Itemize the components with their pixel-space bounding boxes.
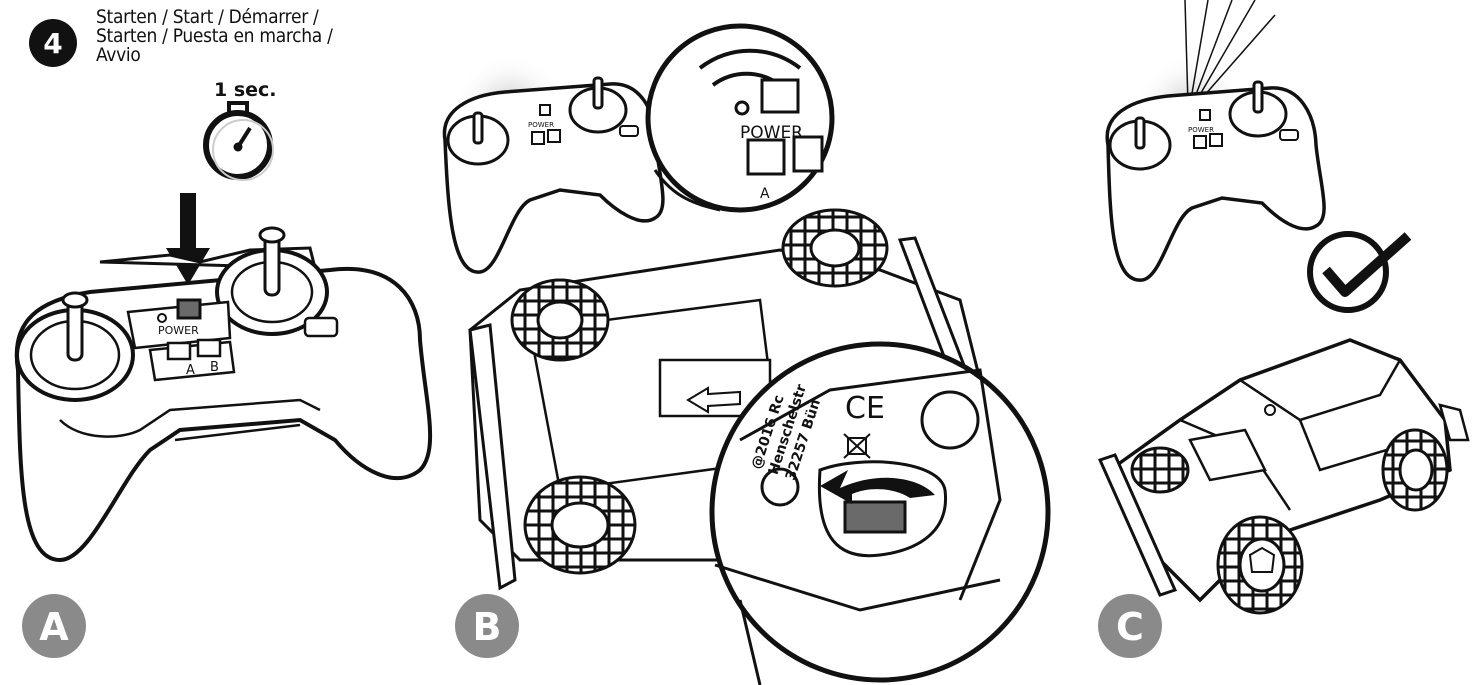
step-number: 4 xyxy=(43,27,62,60)
success-check-icon xyxy=(1307,231,1412,313)
weee-icon xyxy=(843,433,871,459)
zoom-button-a-label: A xyxy=(760,186,770,202)
signal-lines xyxy=(1184,0,1276,106)
step-number-badge: 4 xyxy=(29,19,77,67)
power-zoom-inset xyxy=(645,23,835,213)
press-arrow-icon xyxy=(166,193,210,285)
step-caption-line-3: Avvio xyxy=(96,44,141,66)
panel-letter-c: C xyxy=(1116,605,1144,649)
controller-c-power-label: POWER xyxy=(1188,126,1214,134)
controller-small-b xyxy=(442,76,665,274)
step-caption-line-1: Starten / Start / Démarrer / xyxy=(96,6,319,28)
step-caption-line-2: Starten / Puesta en marcha / xyxy=(96,25,333,47)
controller-large-power-label: POWER xyxy=(158,324,199,337)
controller-large xyxy=(14,226,433,563)
panel-letter-a: A xyxy=(39,605,69,649)
step-caption: Starten / Start / Démarrer / Starten / P… xyxy=(96,8,333,65)
panel-badge-c: C xyxy=(1098,594,1162,658)
controller-large-button-b-label: B xyxy=(210,360,219,375)
panel-badge-b: B xyxy=(455,594,519,658)
controller-b-power-label: POWER xyxy=(528,121,554,129)
zoom-power-label: POWER xyxy=(740,123,803,143)
ce-mark: CE xyxy=(845,391,885,426)
power-button xyxy=(176,298,202,320)
stopwatch-icon xyxy=(203,101,274,181)
vehicle-body xyxy=(1097,338,1470,615)
vehicle-power-switch xyxy=(843,500,907,534)
controller-large-button-a-label: A xyxy=(186,363,195,378)
panel-letter-b: B xyxy=(473,605,502,649)
controller-small-c xyxy=(1105,80,1326,282)
press-duration: 1 sec. xyxy=(214,79,277,101)
panel-badge-a: A xyxy=(22,594,86,658)
slide-arrow-icon xyxy=(820,470,935,504)
